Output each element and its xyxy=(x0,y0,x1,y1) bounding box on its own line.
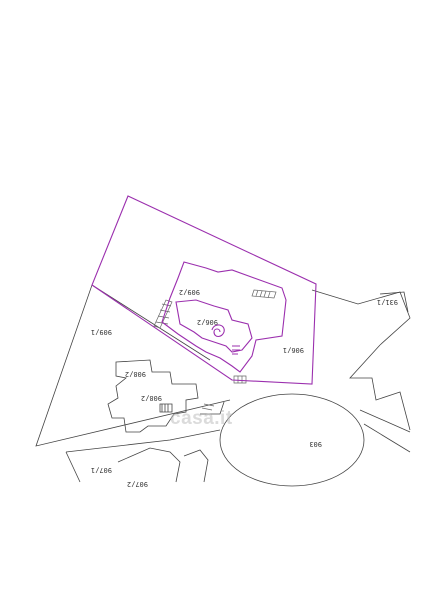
parcel-907-row-line xyxy=(65,429,221,453)
stair-hatch-left xyxy=(153,299,173,329)
building-909-2-stairs xyxy=(232,345,240,355)
parcel-label-931-1: 931/1 xyxy=(377,298,398,306)
building-909-2-core xyxy=(175,299,253,353)
bottom-step-hatch xyxy=(201,403,215,411)
road-line-lower xyxy=(359,409,411,433)
hatched-features xyxy=(153,289,277,411)
inner-building-909-2 xyxy=(161,261,287,373)
building-908-2 xyxy=(107,359,199,433)
parcel-label-906-2: 906/2 xyxy=(197,318,218,326)
parcel-label-908-2-b: 908/2 xyxy=(141,394,162,402)
driveway-line xyxy=(200,401,225,415)
watermark-text: casa.it xyxy=(170,408,233,429)
gate-hatch xyxy=(233,375,247,384)
outer-boundary xyxy=(91,195,317,385)
parcel-label-907-1: 907/1 xyxy=(91,466,112,474)
stair-hatch-right xyxy=(251,289,277,299)
parcel-labels: 909/1 906/1 909/2 908/2 906/2 908/2 907/… xyxy=(91,288,398,488)
parcel-diagonal-line xyxy=(91,284,211,361)
parcel-label-906-1: 906/1 xyxy=(283,346,304,354)
property-boundary xyxy=(91,195,317,385)
road-line-right xyxy=(349,344,411,431)
parcel-906-1-outline xyxy=(35,284,231,447)
building-909-2-spiral xyxy=(211,324,225,338)
parcel-label-909-2: 909/2 xyxy=(179,288,200,296)
parcel-label-909-1: 909/1 xyxy=(91,328,112,336)
parcel-label-903: 903 xyxy=(309,440,322,448)
parcel-907-divider xyxy=(65,451,81,483)
building-908-2-steps xyxy=(159,403,173,413)
road-line-parallel xyxy=(363,423,411,453)
parcel-label-907-2: 907/2 xyxy=(127,480,148,488)
parcel-931-line xyxy=(379,291,409,313)
cadastral-sheet xyxy=(12,117,410,484)
parcel-label-908-2: 908/2 xyxy=(125,370,146,378)
roundabout xyxy=(219,393,365,487)
building-907-2 xyxy=(117,447,209,483)
parcel-lines xyxy=(35,284,411,487)
